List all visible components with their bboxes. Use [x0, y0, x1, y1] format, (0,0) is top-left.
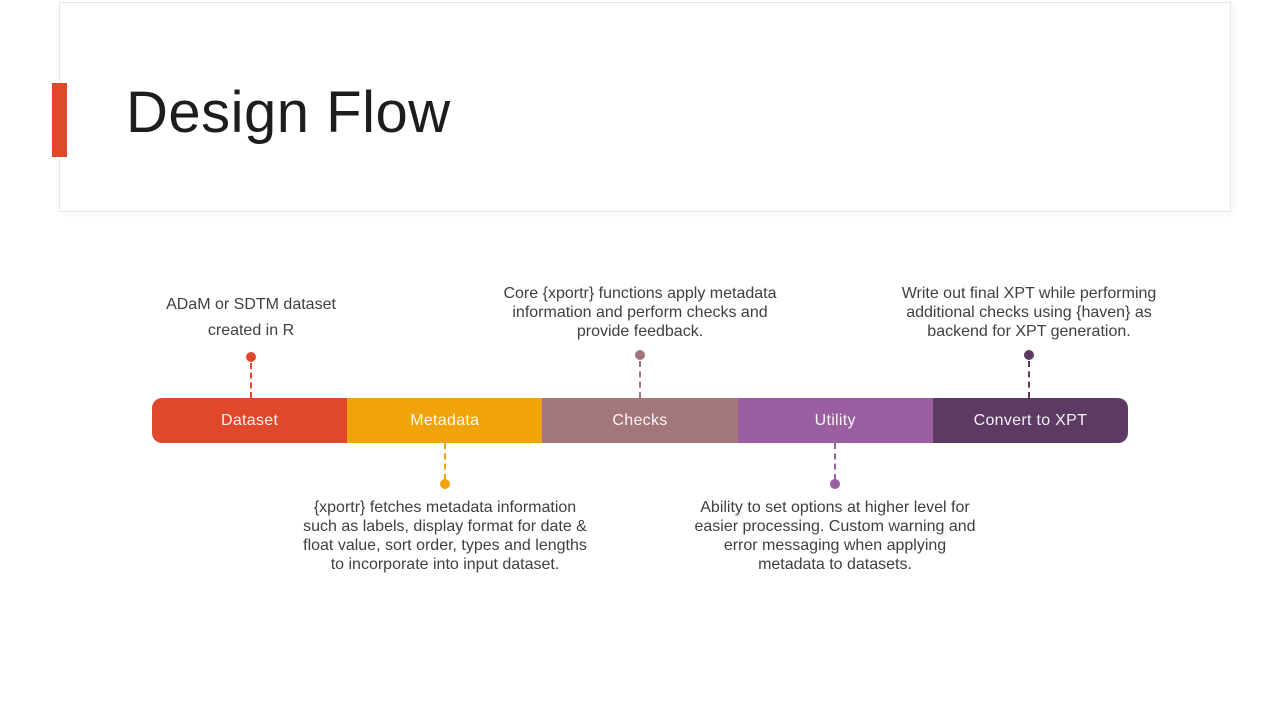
- checks-connector-line: [639, 361, 641, 398]
- utility-connector-line: [834, 443, 836, 480]
- annotation-checks: Core {xportr} functions apply metadata i…: [503, 285, 777, 340]
- checks-dot: [635, 350, 645, 360]
- title-accent-bar: [52, 83, 67, 157]
- utility-dot: [830, 479, 840, 489]
- flow-bar: Dataset Metadata Checks Utility Convert …: [152, 398, 1128, 443]
- page-title: Design Flow: [126, 80, 451, 145]
- flow-segment-utility: Utility: [737, 398, 933, 443]
- metadata-connector-line: [444, 443, 446, 480]
- annotation-utility: Ability to set options at higher level f…: [694, 499, 976, 573]
- title-box: [59, 2, 1231, 212]
- flow-segment-label: Convert to XPT: [973, 411, 1088, 429]
- annotation-dataset: ADaM or SDTM dataset created in R: [166, 296, 336, 339]
- convert-to-xpt-connector-line: [1028, 361, 1030, 398]
- dataset-connector-line: [250, 363, 252, 398]
- flow-segment-convert-to-xpt: Convert to XPT: [932, 398, 1128, 443]
- dataset-dot: [246, 352, 256, 362]
- annotation-metadata: {xportr} fetches metadata information su…: [303, 499, 587, 573]
- flow-segment-checks: Checks: [542, 398, 738, 443]
- flow-segment-label: Metadata: [410, 411, 480, 429]
- metadata-dot: [440, 479, 450, 489]
- convert-to-xpt-dot: [1024, 350, 1034, 360]
- flow-segment-label: Utility: [814, 411, 856, 429]
- flow-segment-metadata: Metadata: [347, 398, 543, 443]
- annotation-convert-to-xpt: Write out final XPT while performing add…: [901, 285, 1157, 340]
- flow-segment-label: Checks: [612, 411, 668, 429]
- flow-segment-dataset: Dataset: [152, 398, 348, 443]
- flow-segment-label: Dataset: [220, 411, 279, 429]
